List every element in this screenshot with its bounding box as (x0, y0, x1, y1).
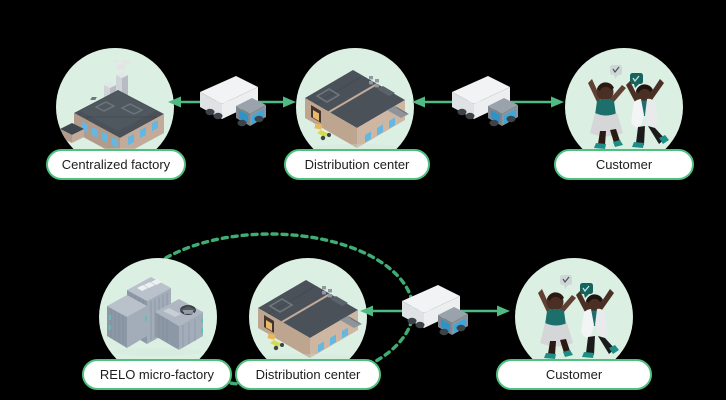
relo-micro-factory-bubble (99, 258, 217, 376)
truck-icon (200, 76, 266, 127)
customer-top-label[interactable]: Customer (554, 149, 694, 180)
customer-figure-left (588, 79, 626, 149)
node-centralized-factory[interactable]: Centralized factory (46, 48, 186, 184)
micro-factory-icon (107, 277, 203, 356)
centralized-factory-label[interactable]: Centralized factory (46, 149, 186, 180)
arrowhead-left (360, 305, 373, 317)
node-distribution-center-top[interactable]: Distribution center (284, 48, 430, 184)
distribution-center-bottom-label-text: Distribution center (255, 367, 361, 382)
customer-figure-left (538, 289, 576, 359)
customer-bottom-label[interactable]: Customer (496, 359, 652, 390)
customer-top-label-text: Customer (595, 157, 653, 172)
node-distribution-center-bottom[interactable]: Distribution center (235, 258, 381, 394)
node-relo-micro-factory[interactable]: RELO micro-factory (82, 258, 232, 394)
arrowhead-right (497, 305, 510, 317)
node-customer-bottom[interactable]: Customer (496, 258, 652, 394)
distribution-center-bottom-label[interactable]: Distribution center (235, 359, 381, 390)
customers-icon (538, 275, 619, 359)
customer-top-bubble (565, 48, 683, 166)
centralized-factory-label-text: Centralized factory (61, 157, 171, 172)
node-customer-top[interactable]: Customer (554, 48, 694, 184)
warehouse-icon (305, 70, 409, 152)
factory-icon (60, 59, 164, 157)
customer-figure-right (626, 79, 669, 148)
customers-icon (588, 65, 669, 149)
truck-dc-to-customer-bottom (398, 283, 474, 341)
truck-dc-to-customer (448, 74, 524, 132)
customer-bottom-bubble (515, 258, 633, 376)
truck-factory-to-dc (196, 74, 272, 132)
warehouse-icon (258, 280, 362, 362)
arrowhead-right (551, 96, 564, 108)
customer-bottom-label-text: Customer (545, 367, 603, 382)
distribution-center-top-label-text: Distribution center (304, 157, 410, 172)
arrowhead-right (283, 96, 296, 108)
centralized-factory-bubble (56, 48, 174, 166)
customer-figure-right (576, 289, 619, 358)
relo-micro-factory-label[interactable]: RELO micro-factory (82, 359, 232, 390)
distribution-center-bottom-bubble (249, 258, 367, 376)
truck-icon (402, 285, 468, 336)
arrowhead-left (412, 96, 425, 108)
distribution-center-top-label[interactable]: Distribution center (284, 149, 430, 180)
distribution-center-top-bubble (296, 48, 414, 166)
relo-micro-factory-label-text: RELO micro-factory (99, 367, 215, 382)
truck-icon (452, 76, 518, 127)
arrowhead-left (168, 96, 181, 108)
